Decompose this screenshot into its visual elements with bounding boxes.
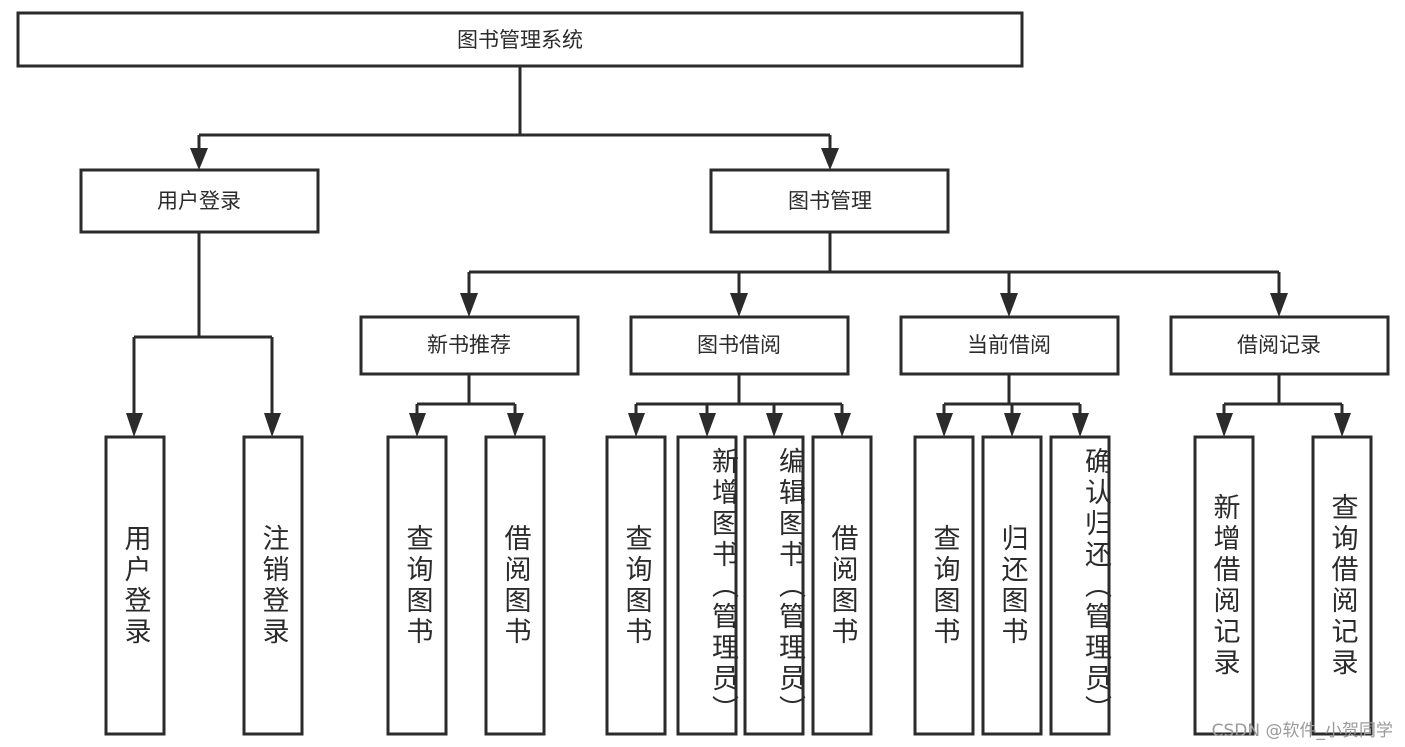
arrowhead-book-borrow [730,293,748,317]
node-leaf-edit-book[interactable] [743,435,805,736]
node-new-book-recommend[interactable]: 新书推荐 [359,315,580,376]
node-book-manage-box[interactable] [709,168,950,234]
node-leaf-query-book-3-box[interactable] [913,435,975,736]
node-root-label: 图书管理系统 [457,28,583,52]
node-leaf-logout-box[interactable] [242,435,304,736]
arrowhead-leaf-query-book-2 [628,413,645,437]
node-leaf-query-book-2-box[interactable] [605,435,667,736]
node-book-manage-label: 图书管理 [788,189,872,213]
node-leaf-return-book[interactable] [981,435,1043,736]
node-borrow-record[interactable]: 借阅记录 [1169,315,1390,376]
node-book-borrow-label: 图书借阅 [697,333,781,357]
node-leaf-borrow-book-2-box[interactable] [811,435,873,736]
node-root[interactable]: 图书管理系统 [16,11,1024,68]
arrowhead-book-manage [821,148,839,170]
arrowhead-leaf-logout [264,413,281,437]
node-leaf-logout[interactable] [242,435,304,736]
node-leaf-query-record-box[interactable] [1311,435,1373,736]
node-leaf-user-login[interactable] [104,435,166,736]
node-current-borrow-box[interactable] [899,315,1120,376]
arrowhead-leaf-add-record [1216,413,1233,437]
arrowhead-leaf-query-book-1 [409,413,426,437]
arrowhead-leaf-query-book-3 [936,413,953,437]
arrowhead-leaf-return-book [1004,413,1021,437]
node-current-borrow-label: 当前借阅 [967,333,1051,357]
node-leaf-borrow-book-1-box[interactable] [484,435,546,736]
node-new-book-recommend-label: 新书推荐 [427,333,511,357]
node-book-borrow[interactable]: 图书借阅 [629,315,850,376]
node-root-box[interactable] [16,11,1024,68]
node-leaf-query-book-2[interactable] [605,435,667,736]
arrowhead-borrow-record [1270,293,1288,317]
node-new-book-recommend-box[interactable] [359,315,580,376]
node-borrow-record-box[interactable] [1169,315,1390,376]
arrowhead-new-book-recommend [460,293,478,317]
node-leaf-query-book-1[interactable] [386,435,448,736]
edges-layer [126,66,1351,437]
node-borrow-record-label: 借阅记录 [1237,333,1321,357]
node-leaf-confirm-return[interactable] [1049,435,1111,736]
node-leaf-borrow-book-2[interactable] [811,435,873,736]
arrowhead-leaf-edit-book [766,413,783,437]
arrowhead-leaf-query-record [1334,413,1351,437]
node-user-login-box[interactable] [79,168,320,234]
node-leaf-add-book-box[interactable] [676,435,738,736]
node-leaf-query-book-3[interactable] [913,435,975,736]
nodes-layer: 图书管理系统 用户登录 图书管理 新书推荐 图书借阅 [16,11,1390,736]
node-leaf-add-record[interactable] [1193,435,1255,736]
arrowhead-leaf-confirm-return [1072,413,1089,437]
arrowhead-leaf-borrow-book-1 [507,413,524,437]
node-user-login-label: 用户登录 [157,189,241,213]
node-leaf-return-book-box[interactable] [981,435,1043,736]
node-leaf-edit-book-box[interactable] [743,435,805,736]
node-book-borrow-box[interactable] [629,315,850,376]
arrowhead-user-login [190,148,208,170]
node-book-manage[interactable]: 图书管理 [709,168,950,234]
node-leaf-query-book-1-box[interactable] [386,435,448,736]
node-current-borrow[interactable]: 当前借阅 [899,315,1120,376]
arrowhead-current-borrow [1000,293,1018,317]
node-user-login[interactable]: 用户登录 [79,168,320,234]
arrowhead-leaf-user-login [126,413,143,437]
node-leaf-user-login-box[interactable] [104,435,166,736]
node-leaf-add-book[interactable] [676,435,738,736]
node-leaf-borrow-book-1[interactable] [484,435,546,736]
node-leaf-query-record[interactable] [1311,435,1373,736]
node-leaf-confirm-return-box[interactable] [1049,435,1111,736]
arrowhead-leaf-borrow-book-2 [834,413,851,437]
node-leaf-add-record-box[interactable] [1193,435,1255,736]
arrowhead-leaf-add-book [699,413,716,437]
